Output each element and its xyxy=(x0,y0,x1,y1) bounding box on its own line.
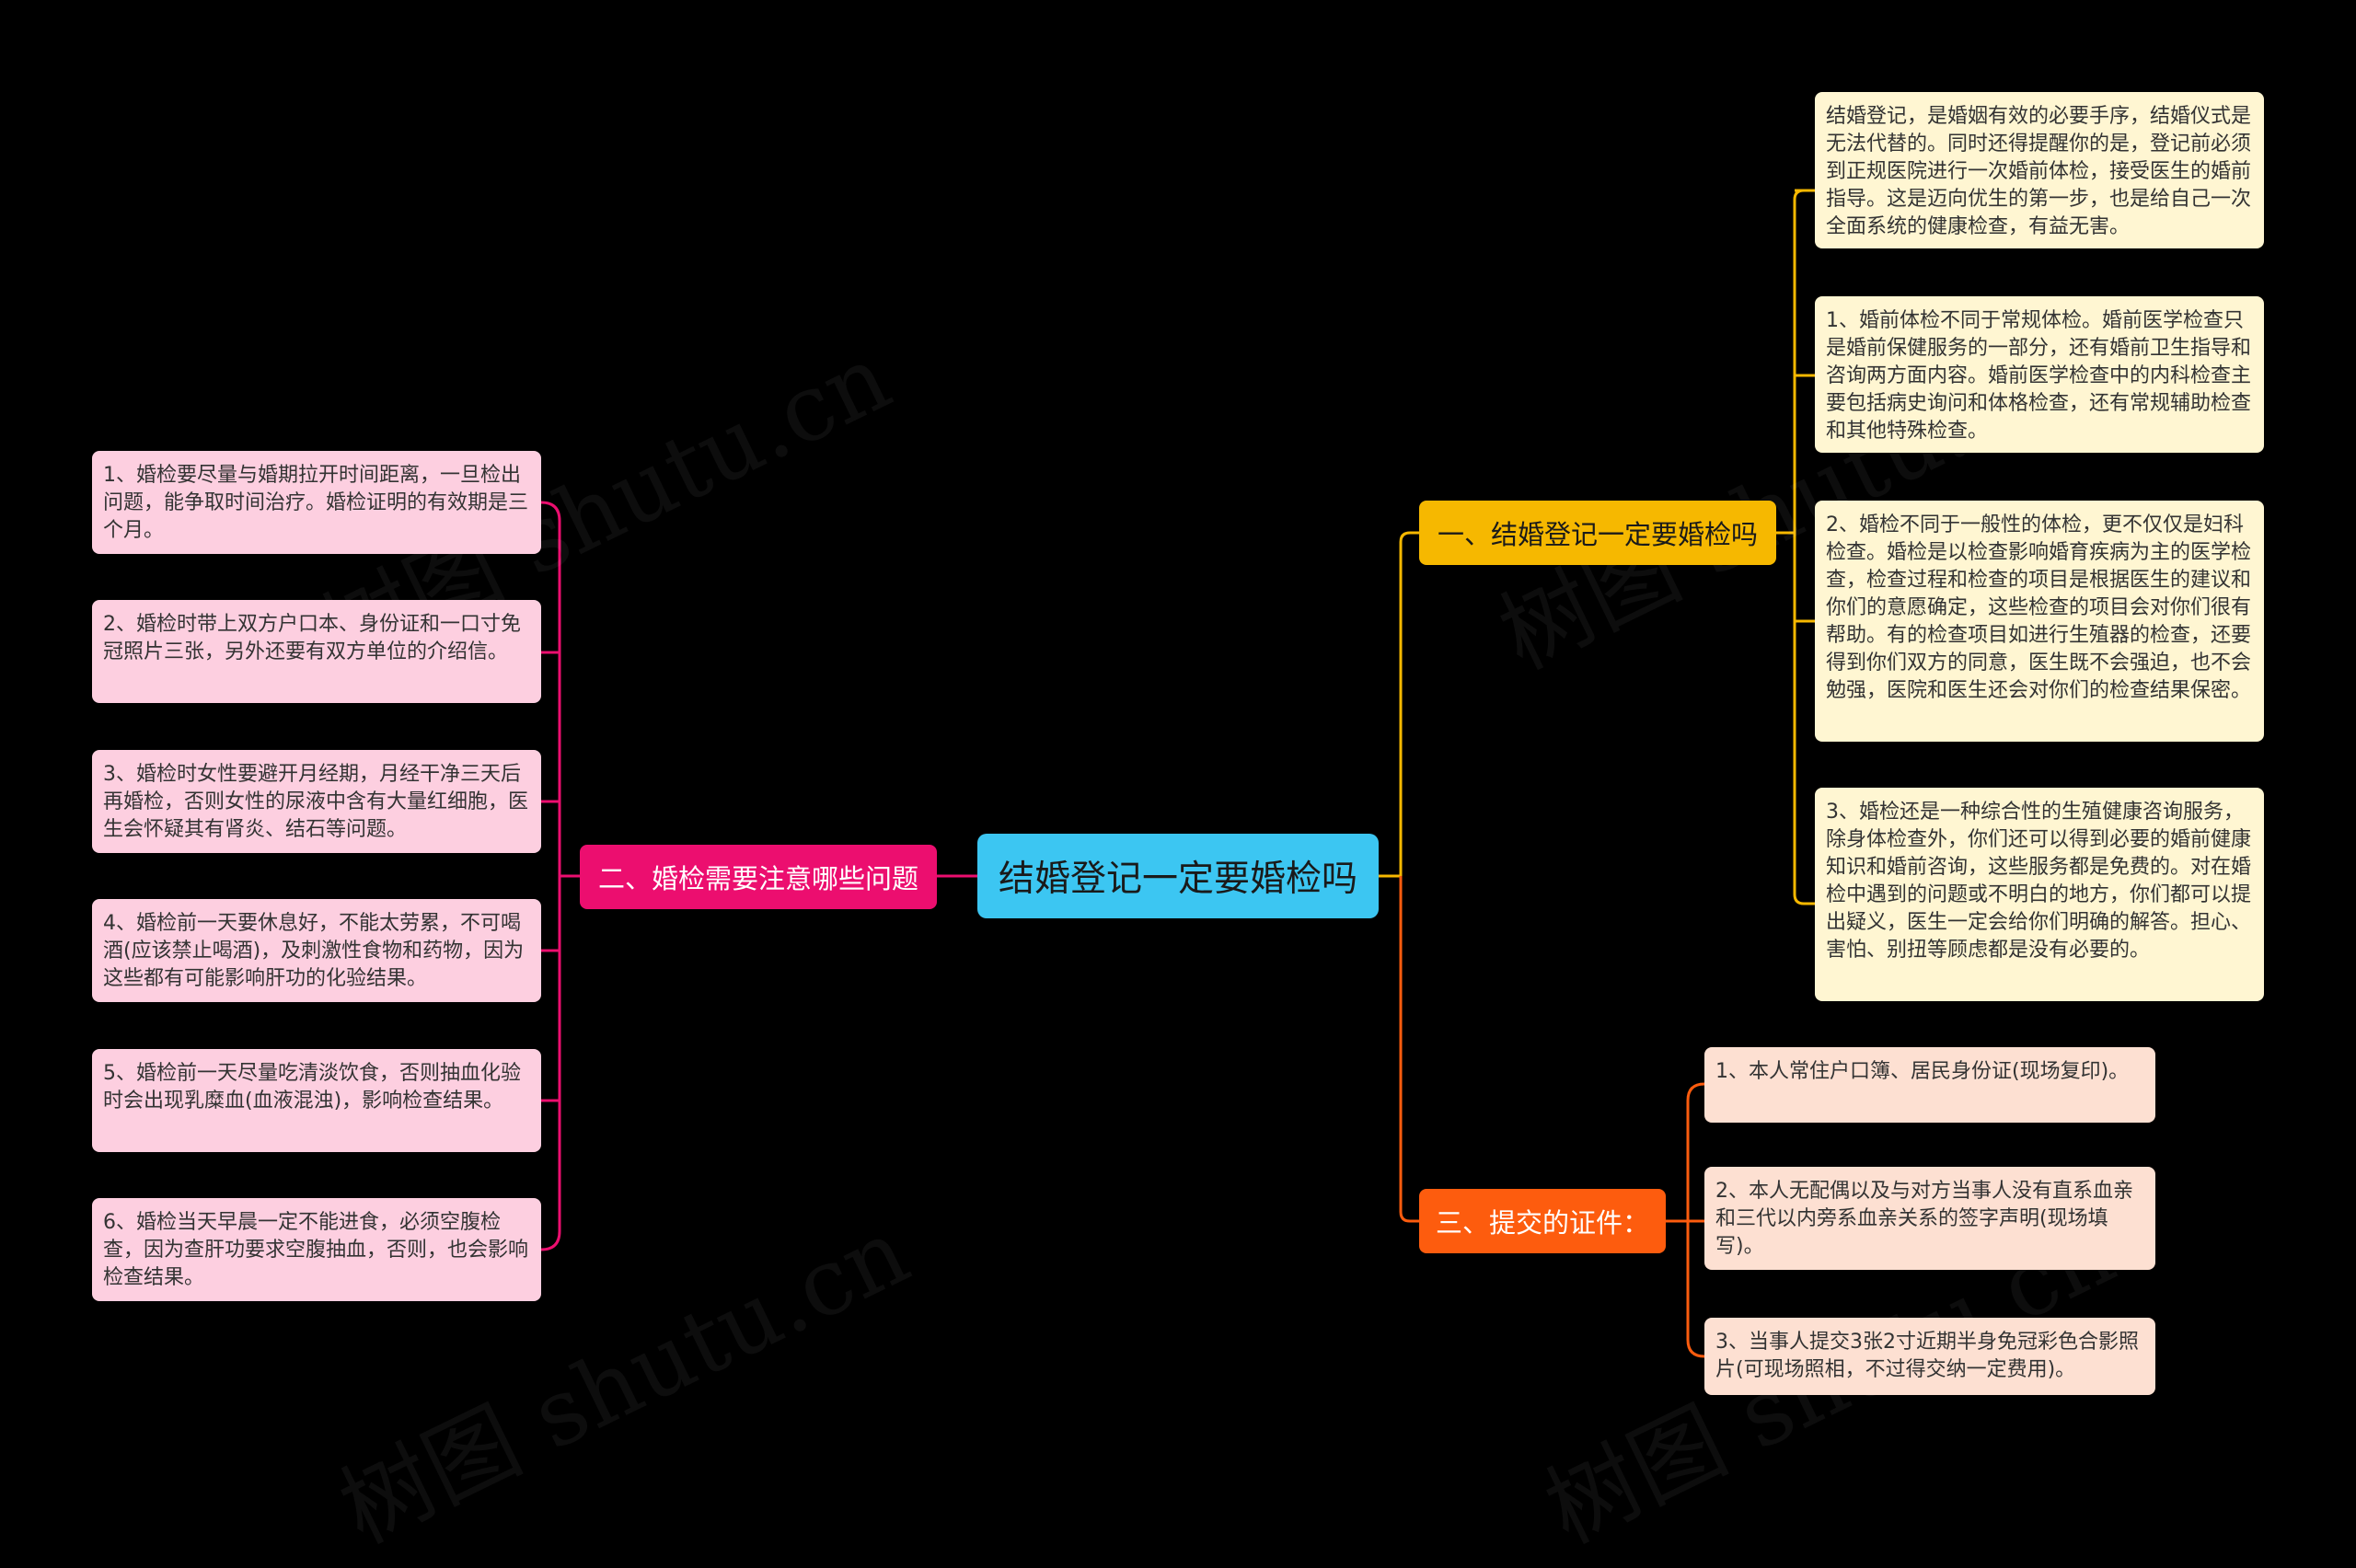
leaf-notes-3[interactable]: 3、婚检时女性要避开月经期，月经干净三天后再婚检，否则女性的尿液中含有大量红细胞… xyxy=(92,750,541,853)
leaf-notes-1[interactable]: 1、婚检要尽量与婚期拉开时间距离，一旦检出问题，能争取时间治疗。婚检证明的有效期… xyxy=(92,451,541,554)
branch-required-documents[interactable]: 三、提交的证件： xyxy=(1419,1189,1666,1253)
leaf-registration-intro[interactable]: 结婚登记，是婚姻有效的必要手序，结婚仪式是无法代替的。同时还得提醒你的是，登记前… xyxy=(1815,92,2264,248)
leaf-notes-4[interactable]: 4、婚检前一天要休息好，不能太劳累，不可喝酒(应该禁止喝酒)，及刺激性食物和药物… xyxy=(92,899,541,1002)
leaf-documents-2[interactable]: 2、本人无配偶以及与对方当事人没有直系血亲和三代以内旁系血亲关系的签字声明(现场… xyxy=(1704,1167,2155,1270)
leaf-registration-2[interactable]: 2、婚检不同于一般性的体检，更不仅仅是妇科检查。婚检是以检查影响婚育疾病为主的医… xyxy=(1815,501,2264,742)
leaf-notes-2[interactable]: 2、婚检时带上双方户口本、身份证和一口寸免冠照片三张，另外还要有双方单位的介绍信… xyxy=(92,600,541,703)
branch-marriage-registration[interactable]: 一、结婚登记一定要婚检吗 xyxy=(1419,501,1776,565)
connector-lines xyxy=(540,189,1815,1358)
leaf-registration-1[interactable]: 1、婚前体检不同于常规体检。婚前医学检查只是婚前保健服务的一部分，还有婚前卫生指… xyxy=(1815,296,2264,453)
leaf-documents-1[interactable]: 1、本人常住户口簿、居民身份证(现场复印)。 xyxy=(1704,1047,2155,1123)
leaf-notes-6[interactable]: 6、婚检当天早晨一定不能进食，必须空腹检查，因为查肝功要求空腹抽血，否则，也会影… xyxy=(92,1198,541,1301)
central-topic[interactable]: 结婚登记一定要婚检吗 xyxy=(977,834,1379,918)
branch-exam-notes[interactable]: 二、婚检需要注意哪些问题 xyxy=(580,845,937,909)
leaf-documents-3[interactable]: 3、当事人提交3张2寸近期半身免冠彩色合影照片(可现场照相，不过得交纳一定费用)… xyxy=(1704,1318,2155,1395)
leaf-notes-5[interactable]: 5、婚检前一天尽量吃清淡饮食，否则抽血化验时会出现乳糜血(血液混浊)，影响检查结… xyxy=(92,1049,541,1152)
leaf-registration-3[interactable]: 3、婚检还是一种综合性的生殖健康咨询服务，除身体检查外，你们还可以得到必要的婚前… xyxy=(1815,788,2264,1001)
